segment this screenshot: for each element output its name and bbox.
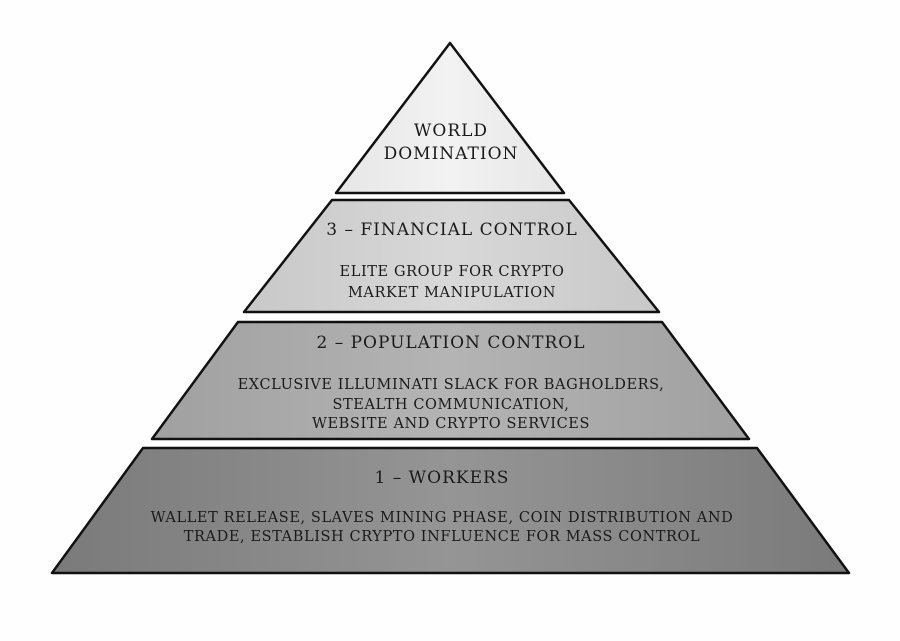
- tier1-desc-line2: TRADE, ESTABLISH CRYPTO INFLUENCE FOR MA…: [184, 529, 701, 545]
- tier-workers: 1 – WORKERS WALLET RELEASE, SLAVES MININ…: [50, 446, 851, 575]
- apex-shape: [334, 41, 566, 195]
- apex-tier: WORLD DOMINATION: [334, 41, 566, 195]
- apex-title-line1: WORLD: [414, 121, 488, 141]
- tier3-desc-line1: ELITE GROUP FOR CRYPTO: [340, 264, 565, 280]
- tier3-title: 3 – FINANCIAL CONTROL: [326, 220, 578, 240]
- tier3-desc-line2: MARKET MANIPULATION: [348, 285, 556, 301]
- tier2-desc-line2: STEALTH COMMUNICATION,: [333, 397, 570, 413]
- tier2-shape: [150, 320, 751, 441]
- tier3-shape: [242, 198, 661, 314]
- tier1-shape: [50, 446, 851, 575]
- tier2-desc-line3: WEBSITE AND CRYPTO SERVICES: [312, 416, 590, 432]
- tier-population-control: 2 – POPULATION CONTROL EXCLUSIVE ILLUMIN…: [150, 320, 751, 441]
- tier1-title: 1 – WORKERS: [375, 468, 510, 488]
- tier2-desc-line1: EXCLUSIVE ILLUMINATI SLACK FOR BAGHOLDER…: [238, 377, 665, 393]
- tier1-desc-line1: WALLET RELEASE, SLAVES MINING PHASE, COI…: [151, 510, 734, 526]
- apex-title-line2: DOMINATION: [384, 144, 519, 164]
- tier2-title: 2 – POPULATION CONTROL: [316, 333, 585, 353]
- tier-financial-control: 3 – FINANCIAL CONTROL ELITE GROUP FOR CR…: [242, 198, 661, 314]
